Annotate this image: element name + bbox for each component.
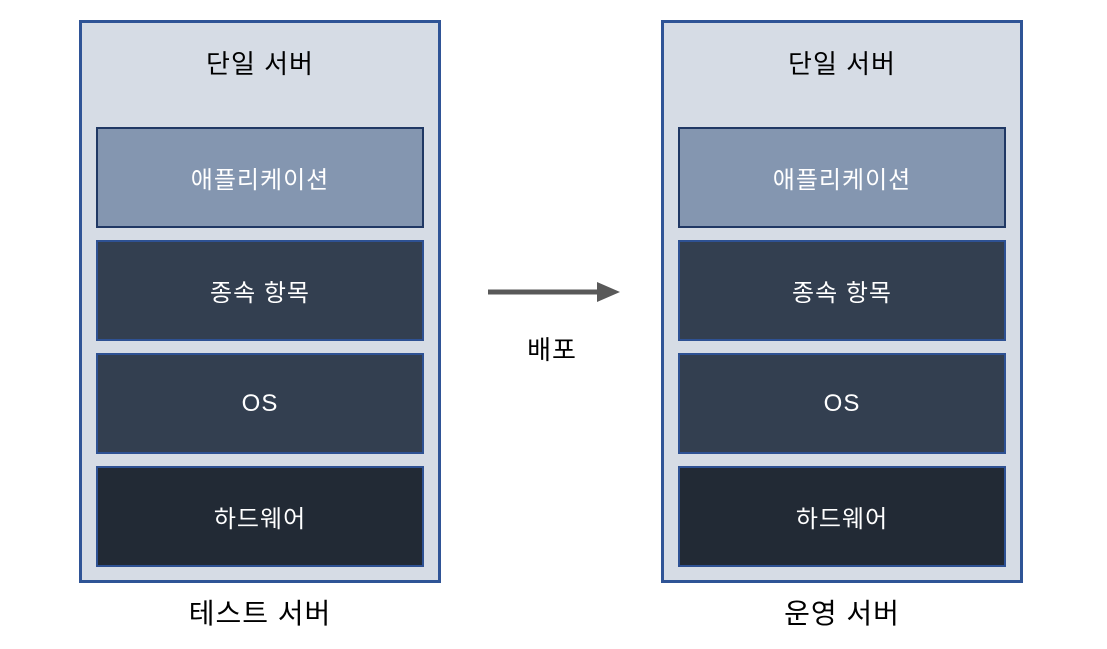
server-caption-production: 운영 서버 <box>784 598 900 629</box>
server-title: 단일 서버 <box>206 48 314 79</box>
layer-application: 애플리케이션 <box>678 127 1006 228</box>
server-container: 단일 서버 애플리케이션 종속 항목 OS 하드웨어 <box>661 20 1023 583</box>
layer-application: 애플리케이션 <box>96 127 424 228</box>
layer-os: OS <box>678 353 1006 454</box>
server-container: 단일 서버 애플리케이션 종속 항목 OS 하드웨어 <box>79 20 441 583</box>
server-caption-test: 테스트 서버 <box>188 598 332 629</box>
deploy-arrow-label: 배포 <box>527 335 577 365</box>
server-stack-production: 단일 서버 애플리케이션 종속 항목 OS 하드웨어 운영 서버 <box>661 20 1023 632</box>
layer-hardware: 하드웨어 <box>678 466 1006 567</box>
layer-os: OS <box>96 353 424 454</box>
right-arrow-icon <box>488 282 620 302</box>
server-title: 단일 서버 <box>788 48 896 79</box>
layer-dependencies: 종속 항목 <box>678 240 1006 341</box>
layer-dependencies: 종속 항목 <box>96 240 424 341</box>
deploy-arrow-icon <box>486 279 622 305</box>
server-stack-test: 단일 서버 애플리케이션 종속 항목 OS 하드웨어 테스트 서버 <box>79 20 441 632</box>
layer-hardware: 하드웨어 <box>96 466 424 567</box>
